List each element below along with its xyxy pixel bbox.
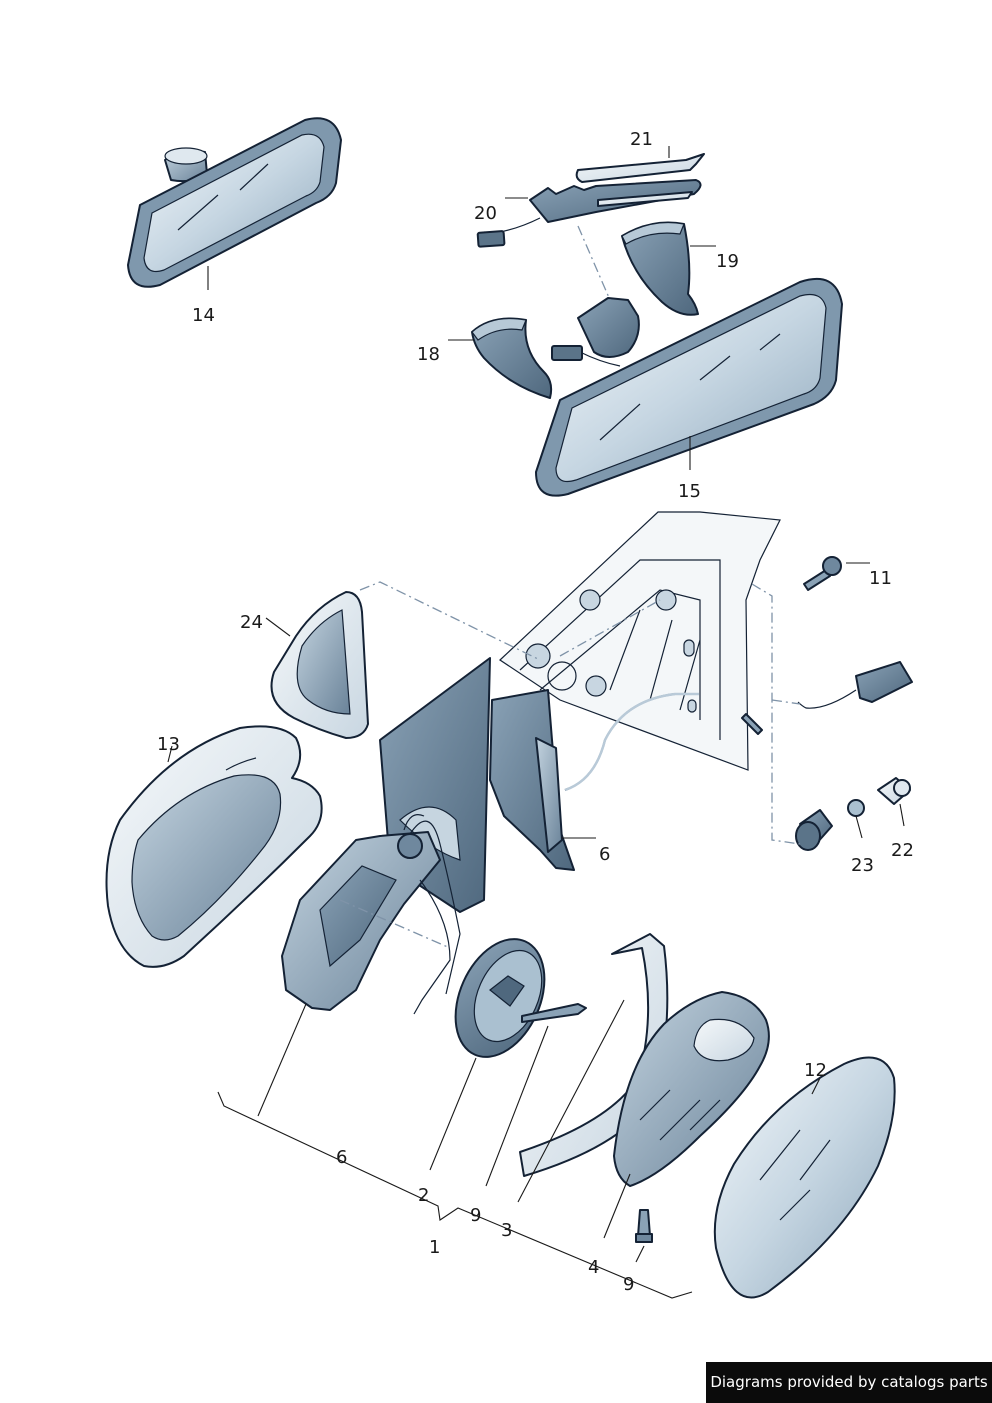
door-frame-panel <box>499 511 781 792</box>
rear-view-mirror-14 <box>127 117 342 288</box>
callout-13: 13 <box>157 734 180 755</box>
callout-12: 12 <box>804 1060 827 1081</box>
callout-1: 1 <box>429 1237 440 1258</box>
credit-banner: Diagrams provided by catalogs parts <box>706 1362 992 1403</box>
mirror-housing-13 <box>105 725 323 968</box>
callout-15: 15 <box>678 481 701 502</box>
callout-20: 20 <box>474 203 497 224</box>
mirror-adjust-carrier <box>281 814 461 1015</box>
screw-9-motor <box>521 1003 587 1023</box>
reference-lines <box>339 225 801 949</box>
triangle-cover-24 <box>270 591 369 739</box>
mirror-glass-12 <box>713 1056 896 1299</box>
callout-numbers: 14 21 20 19 18 15 11 24 13 6 22 23 12 6 … <box>157 129 914 1295</box>
bolt-11 <box>803 556 842 591</box>
callout-6-lower: 6 <box>336 1147 347 1168</box>
callout-22: 22 <box>891 840 914 861</box>
callout-18: 18 <box>417 344 440 365</box>
rear-view-mirror-15 <box>535 277 843 497</box>
callout-11: 11 <box>869 568 892 589</box>
callout-19: 19 <box>716 251 739 272</box>
callout-9-motor: 9 <box>470 1205 481 1226</box>
callout-23: 23 <box>851 855 874 876</box>
callout-21: 21 <box>630 129 653 150</box>
callout-24: 24 <box>240 612 263 633</box>
wire-connector <box>741 661 913 735</box>
callout-9-lower: 9 <box>623 1274 634 1295</box>
sensor-bracket-20 <box>476 179 702 248</box>
screw-9-lower <box>635 1209 653 1243</box>
lower-cover-4 <box>613 991 770 1187</box>
callout-2: 2 <box>418 1185 429 1206</box>
callout-4: 4 <box>588 1257 599 1278</box>
callout-3: 3 <box>501 1220 512 1241</box>
cover-half-19 <box>621 221 699 316</box>
leader-lines <box>167 146 905 1299</box>
callout-6-upper: 6 <box>599 844 610 865</box>
cap-23 <box>795 799 865 851</box>
callout-14: 14 <box>192 305 215 326</box>
clip-strip-21 <box>575 153 705 183</box>
cover-half-18 <box>471 317 553 399</box>
clip-22 <box>877 777 911 805</box>
